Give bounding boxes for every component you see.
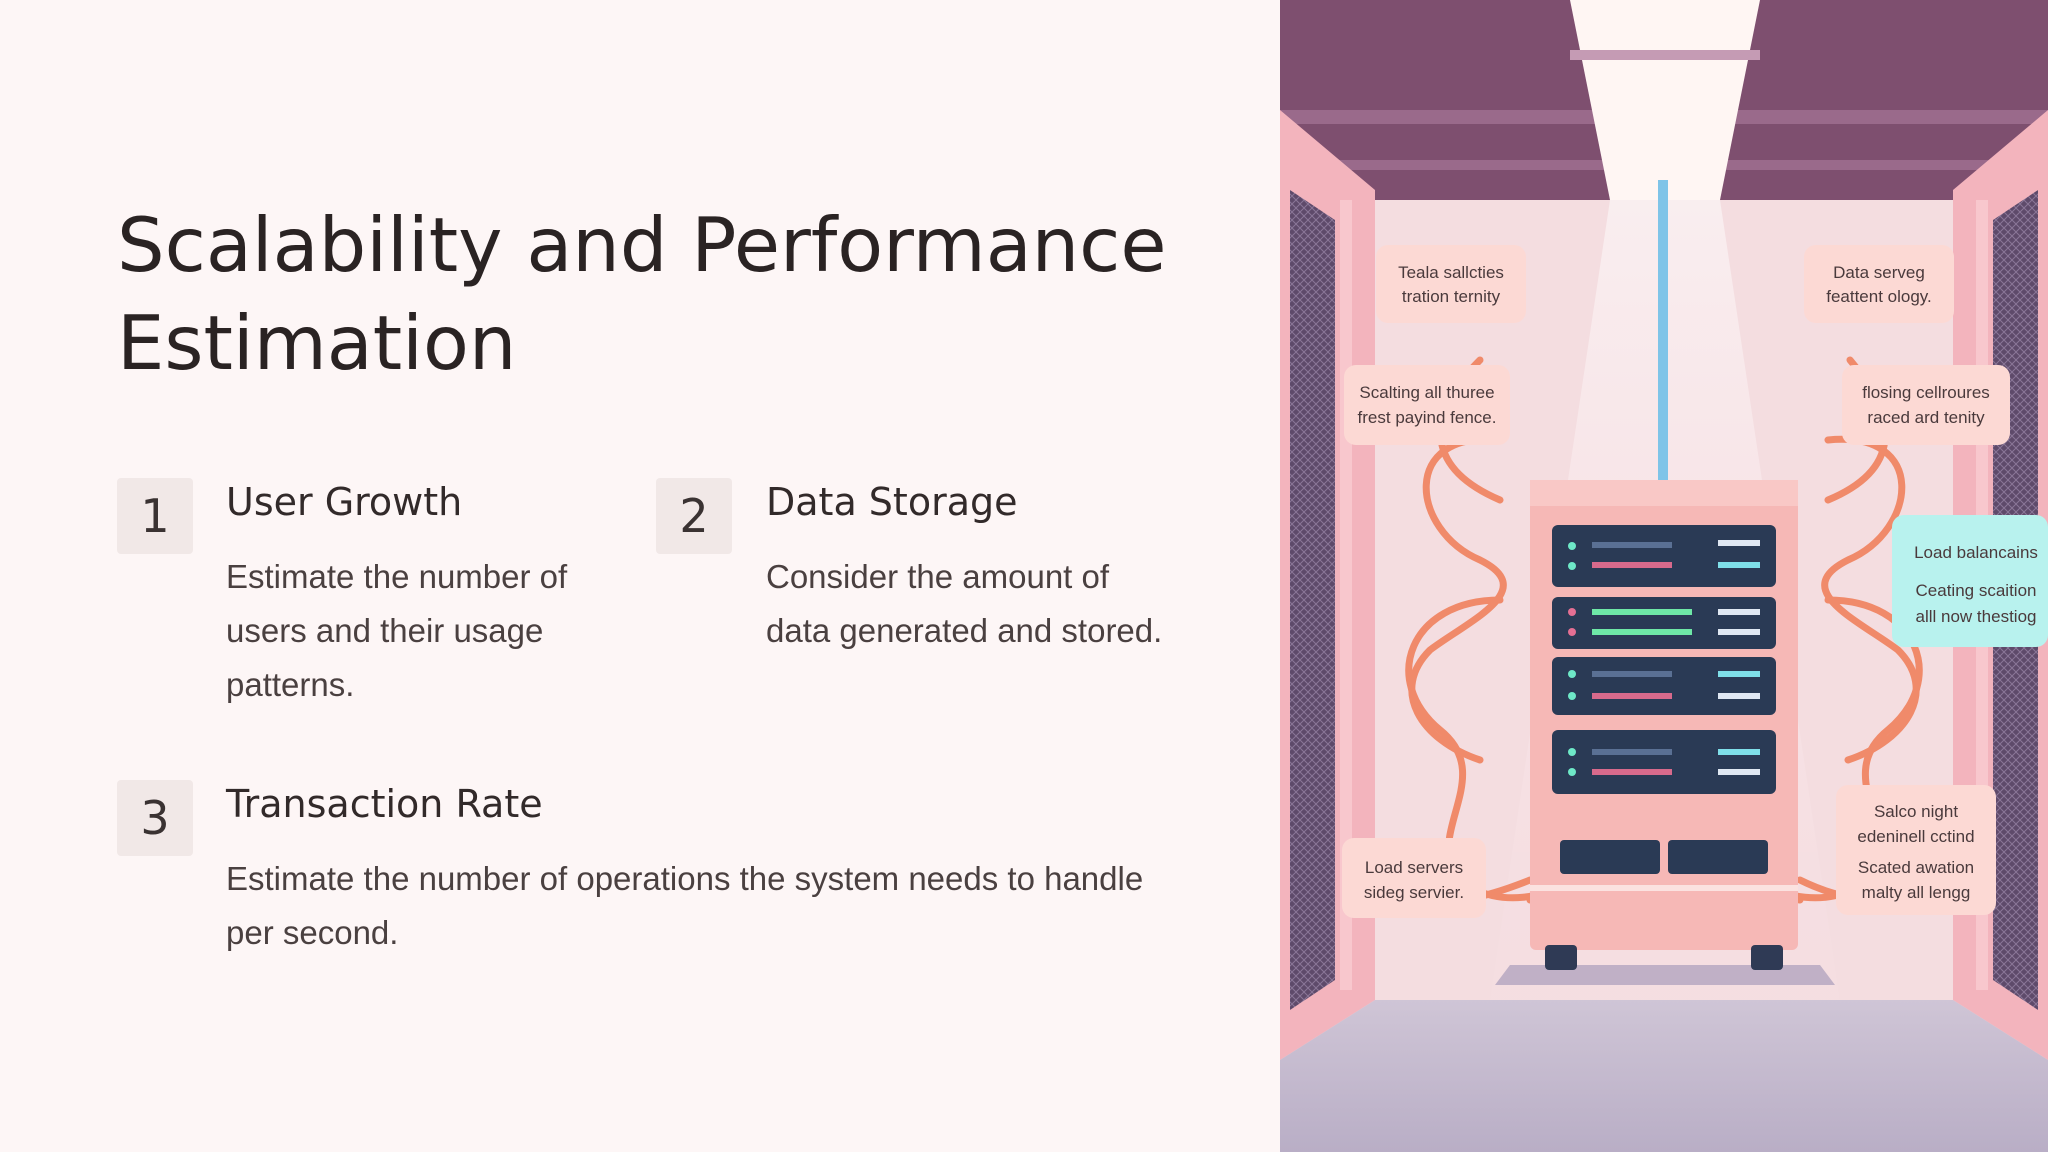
floor (1280, 1000, 2048, 1152)
svg-text:Ceating scaition: Ceating scaition (1916, 581, 2037, 600)
server-room-svg: Teala sallcties tration ternity Data ser… (1280, 0, 2048, 1152)
item-number-badge: 2 (656, 478, 732, 554)
slide-title: Scalability and Performance Estimation (117, 201, 1167, 387)
server-unit-1 (1552, 525, 1776, 587)
server-rack-illustration: Teala sallcties tration ternity Data ser… (1280, 0, 2048, 1152)
item-number-badge: 1 (117, 478, 193, 554)
drive-bay-right (1668, 840, 1768, 874)
item-number-badge: 3 (117, 780, 193, 856)
svg-text:alll now thestiog: alll now thestiog (1916, 607, 2037, 626)
svg-text:feattent ology.: feattent ology. (1826, 287, 1932, 306)
callout-6: Salco night edeninell cctind Scated awat… (1836, 785, 1996, 915)
server-unit-2 (1552, 597, 1776, 649)
item-description-user-growth: Estimate the number of users and their u… (226, 558, 568, 703)
callout-4: flosing cellroures raced ard tenity (1842, 365, 2010, 445)
svg-text:sideg servier.: sideg servier. (1364, 883, 1464, 902)
item-title-data-storage: Data Storage (766, 480, 1018, 524)
svg-text:Scalting all thuree: Scalting all thuree (1359, 383, 1494, 402)
item-description-data-storage: Consider the amount of data generated an… (766, 558, 1163, 649)
callout-5-highlight: Load balancains Ceating scaition alll no… (1892, 515, 2048, 647)
server-unit-4 (1552, 730, 1776, 794)
svg-text:Load servers: Load servers (1365, 858, 1463, 877)
svg-text:Teala sallcties: Teala sallcties (1398, 263, 1504, 282)
callout-3: Scalting all thuree frest payind fence. (1344, 365, 1510, 445)
svg-text:edeninell cctind: edeninell cctind (1857, 827, 1974, 846)
svg-text:raced ard tenity: raced ard tenity (1867, 408, 1985, 427)
svg-text:Load balancains: Load balancains (1914, 543, 2038, 562)
drive-bay-left (1560, 840, 1660, 874)
server-unit-3 (1552, 657, 1776, 715)
svg-text:Salco night: Salco night (1874, 802, 1958, 821)
svg-text:Scated awation: Scated awation (1858, 858, 1974, 877)
item-description-transaction-rate: Estimate the number of operations the sy… (226, 860, 1144, 951)
callout-2: Data serveg feattent ology. (1804, 245, 1954, 323)
callout-7: Load servers sideg servier. (1342, 838, 1486, 918)
antenna-pole (1658, 180, 1668, 480)
slide-text-panel: Scalability and Performance Estimation 1… (117, 201, 1167, 951)
svg-text:tration ternity: tration ternity (1402, 287, 1501, 306)
svg-text:frest payind fence.: frest payind fence. (1358, 408, 1497, 427)
svg-text:Data serveg: Data serveg (1833, 263, 1925, 282)
callout-1: Teala sallcties tration ternity (1376, 245, 1526, 323)
svg-text:malty all lengg: malty all lengg (1862, 883, 1971, 902)
item-title-transaction-rate: Transaction Rate (226, 782, 543, 826)
item-title-user-growth: User Growth (226, 480, 463, 524)
svg-text:flosing cellroures: flosing cellroures (1862, 383, 1990, 402)
